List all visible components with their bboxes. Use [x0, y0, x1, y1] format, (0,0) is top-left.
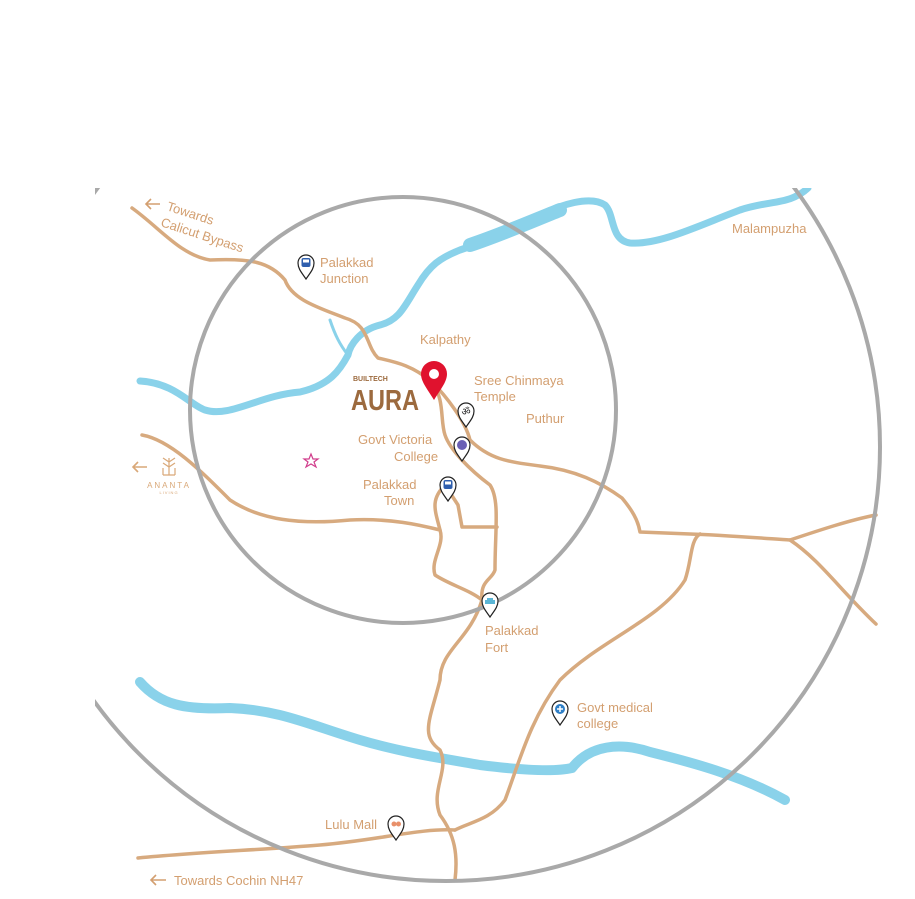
road-town: [140, 433, 484, 602]
label-town-2: Town: [384, 493, 414, 508]
label-fort-1: Palakkad: [485, 623, 538, 638]
river-south: [135, 677, 790, 805]
river-branch: [328, 318, 350, 357]
project-location-pin-icon: [421, 361, 447, 400]
flower-icon: [302, 452, 320, 469]
college-icon: [453, 436, 471, 463]
mall-icon: [387, 815, 405, 842]
road-east-branch: [788, 538, 878, 626]
hospital-icon: [551, 700, 569, 727]
om-temple-icon: ॐ: [457, 402, 475, 429]
roads: [130, 206, 878, 882]
radius-ring-outer: [95, 188, 882, 883]
label-fort-2: Fort: [485, 640, 509, 655]
label-chinmaya-2: Temple: [474, 389, 516, 404]
arrow-left-icon: [131, 461, 147, 473]
radius-ring-inner: [188, 195, 618, 625]
label-lulu: Lulu Mall: [325, 817, 377, 832]
road-medical: [453, 532, 702, 832]
label-puthur: Puthur: [526, 411, 565, 426]
ananta-sub: LIVING: [159, 490, 178, 495]
label-chinmaya-1: Sree Chinmaya: [474, 373, 564, 388]
label-palakkad-junction-1: Palakkad: [320, 255, 373, 270]
train-station-icon: [439, 476, 457, 503]
label-victoria-2: College: [394, 449, 438, 464]
fort-icon: [481, 592, 499, 619]
label-cochin: Towards Cochin NH47: [174, 873, 303, 888]
brand-name: AURA: [351, 385, 419, 417]
label-victoria-1: Govt Victoria: [358, 432, 433, 447]
label-town-1: Palakkad: [363, 477, 416, 492]
label-malampuzha: Malampuzha: [732, 221, 807, 236]
ananta-name: ANANTA: [147, 481, 191, 490]
arrow-left-icon: [144, 198, 160, 210]
arrow-left-icon: [149, 874, 166, 886]
label-medical-2: college: [577, 716, 618, 731]
label-palakkad-junction-2: Junction: [320, 271, 368, 286]
ananta-logo: ANANTA LIVING: [131, 457, 191, 495]
train-station-icon: [297, 254, 315, 281]
label-kalpathy: Kalpathy: [420, 332, 471, 347]
rivers: [135, 188, 812, 805]
svg-text:ॐ: ॐ: [461, 406, 470, 418]
brand-small: BUILTECH: [353, 376, 388, 383]
road-town-loop: [433, 483, 499, 532]
label-medical-1: Govt medical: [577, 700, 653, 715]
river-north: [136, 188, 812, 416]
road-cochin: [136, 828, 457, 860]
